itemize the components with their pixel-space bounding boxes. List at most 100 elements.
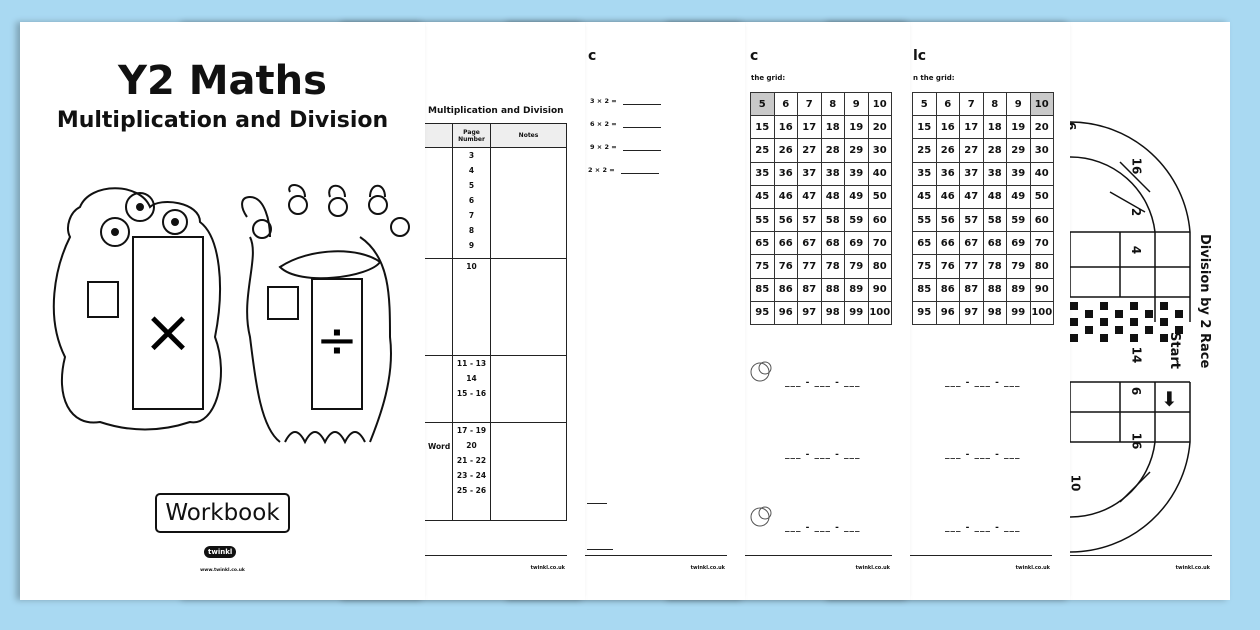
grid-cell: 45 — [750, 184, 775, 209]
grid-cell: 28 — [820, 138, 845, 163]
grid-cell: 20 — [867, 115, 892, 140]
answer-line[interactable] — [587, 503, 607, 504]
grid-cell: 87 — [797, 277, 822, 302]
grid-cell: 86 — [773, 277, 798, 302]
grid-cell: 88 — [820, 277, 845, 302]
checker-square — [1085, 326, 1093, 334]
grid-cell: 19 — [844, 115, 869, 140]
answer-blanks[interactable]: ___ - ___ - ___ — [945, 450, 1021, 460]
checker-square — [1175, 310, 1183, 318]
page-number[interactable]: 8 — [468, 226, 475, 235]
grid-cell: 49 — [844, 184, 869, 209]
page-title-fragment: c — [588, 48, 597, 64]
grid-cell: 78 — [820, 254, 845, 279]
grid-cell: 70 — [867, 231, 892, 256]
race-cell: 2 — [1129, 207, 1144, 217]
grid-cell: 38 — [982, 161, 1007, 186]
grid-cell: 5 — [750, 91, 775, 117]
answer-line[interactable] — [620, 173, 659, 174]
grid-cell: 58 — [820, 207, 845, 233]
page-number[interactable]: 21 - 22 — [456, 456, 487, 465]
page-number[interactable]: 17 - 19 — [456, 426, 487, 435]
checker-square — [1160, 334, 1168, 342]
answer-blanks[interactable]: ___ - ___ - ___ — [945, 523, 1021, 533]
answer-line[interactable] — [622, 104, 661, 105]
grid-cell: 100 — [1029, 300, 1054, 325]
checker-square — [1070, 334, 1078, 342]
answer-blanks[interactable]: ___ - ___ - ___ — [785, 378, 861, 388]
grid-cell: 47 — [959, 184, 984, 209]
answer-blanks[interactable]: ___ - ___ - ___ — [785, 450, 861, 460]
grid-cell: 95 — [750, 300, 775, 325]
grid-cell: 46 — [773, 184, 798, 209]
page-title-fragment: lc — [913, 48, 927, 64]
grid-cell: 50 — [867, 184, 892, 209]
multiply-symbol: × — [143, 297, 193, 367]
page-number[interactable]: 14 — [466, 374, 477, 383]
page-number[interactable]: 9 — [468, 241, 475, 250]
grid-cell: 27 — [797, 138, 822, 163]
answer-line[interactable] — [622, 150, 661, 151]
notes-cell — [490, 355, 567, 423]
counters-icon — [750, 506, 772, 527]
grid-cell: 36 — [773, 161, 798, 186]
grid-cell: 66 — [773, 231, 798, 256]
page-number[interactable]: 3 — [468, 151, 475, 160]
grid-cell: 25 — [912, 138, 937, 163]
page-number[interactable]: 10 — [466, 262, 477, 271]
twinkl-logo: twinkl — [204, 546, 237, 558]
answer-blanks[interactable]: ___ - ___ - ___ — [785, 523, 861, 533]
page-number[interactable]: 23 - 24 — [456, 471, 487, 480]
page-number[interactable]: 25 - 26 — [456, 486, 487, 495]
divide-symbol: ÷ — [316, 311, 358, 369]
down-arrow-icon: ⬇ — [1161, 387, 1178, 411]
grid-cell: 68 — [982, 231, 1007, 256]
grid-cell: 26 — [773, 138, 798, 163]
grid-cell: 17 — [959, 115, 984, 140]
notes-cell — [490, 147, 567, 259]
footer-url: twinkl.co.uk — [1175, 565, 1210, 571]
grid-cell: 29 — [844, 138, 869, 163]
page-number[interactable]: 15 - 16 — [456, 389, 487, 398]
grid-cell: 6 — [935, 91, 960, 117]
equation-row: 6 × 2 = — [590, 120, 661, 128]
grid-cell: 76 — [935, 254, 960, 279]
page-number[interactable]: 6 — [468, 196, 475, 205]
grid-cell: 35 — [750, 161, 775, 186]
checker-square — [1130, 318, 1138, 326]
footer-url: twinkl.co.uk — [690, 565, 725, 571]
checker-square — [1130, 302, 1138, 310]
page-number[interactable]: 5 — [468, 181, 475, 190]
grid-cell: 27 — [959, 138, 984, 163]
grid-cell: 98 — [820, 300, 845, 325]
grid-cell: 6 — [773, 91, 798, 117]
grid-cell: 77 — [797, 254, 822, 279]
grid-cell: 45 — [912, 184, 937, 209]
page-number[interactable]: 20 — [466, 441, 477, 450]
race-cell: 16 — [1129, 157, 1144, 175]
grid-cell: 8 — [982, 91, 1007, 117]
answer-line[interactable] — [622, 127, 661, 128]
grid-cell: 99 — [1006, 300, 1031, 325]
race-title: Division by 2 Race — [1197, 234, 1212, 369]
grid-cell: 40 — [867, 161, 892, 186]
grid-cell: 49 — [1006, 184, 1031, 209]
answer-blanks[interactable]: ___ - ___ - ___ — [945, 378, 1021, 388]
checker-square — [1145, 326, 1153, 334]
answer-line[interactable] — [587, 549, 613, 550]
page-number[interactable]: 11 - 13 — [456, 359, 487, 368]
grid-cell: 85 — [912, 277, 937, 302]
checker-square — [1115, 326, 1123, 334]
page-number[interactable]: 4 — [468, 166, 475, 175]
start-label: Start — [1167, 332, 1182, 369]
page-number[interactable]: 7 — [468, 211, 475, 220]
